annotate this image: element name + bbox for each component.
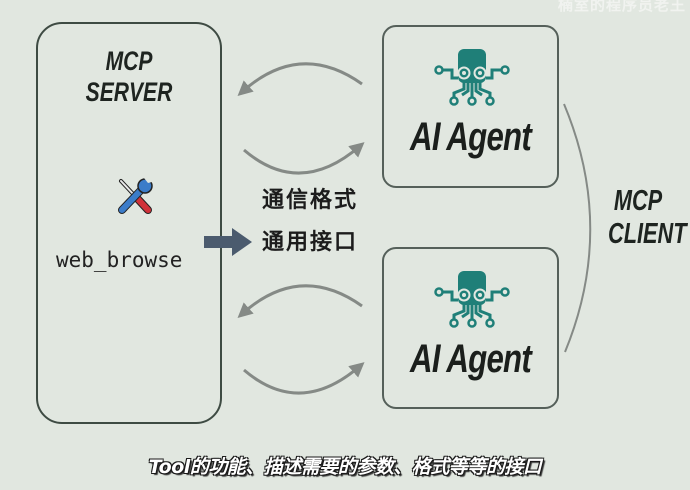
client-line2: CLIENT	[608, 218, 687, 251]
mcp-server-box: MCP SERVER web_browse	[36, 22, 222, 424]
client-bracket	[563, 103, 592, 353]
ai-agent-box-2: AI Agent	[382, 247, 559, 409]
server-title: MCP SERVER	[58, 46, 200, 108]
subtitle-caption: Tool的功能、描述需要的参数、格式等等的接口	[148, 456, 542, 478]
server-title-line2: SERVER	[85, 77, 173, 108]
tool-name: web_browse	[56, 248, 183, 272]
request-arrow-top	[237, 62, 363, 97]
request-arrow-bottom	[237, 284, 363, 319]
protocol-line2: 通用接口	[262, 230, 359, 255]
agent-label-2: AI Agent	[410, 337, 532, 381]
octopus-robot-icon	[434, 49, 510, 106]
protocol-description: 通信格式 通用接口	[262, 180, 358, 264]
response-arrow-bottom	[243, 362, 365, 395]
wrench-screwdriver-icon	[118, 178, 153, 214]
server-title-line1: MCP	[105, 46, 153, 76]
pointer-arrow	[204, 228, 252, 256]
octopus-robot-icon	[434, 271, 510, 328]
response-arrow-top	[243, 142, 365, 175]
agent-label-1: AI Agent	[410, 115, 532, 159]
watermark: 楠室的程序员老王	[557, 0, 686, 14]
ai-agent-box-1: AI Agent	[382, 25, 559, 188]
client-line1: MCP	[613, 185, 663, 217]
protocol-line1: 通信格式	[262, 188, 359, 213]
mcp-client-label: MCP CLIENT	[608, 185, 687, 252]
